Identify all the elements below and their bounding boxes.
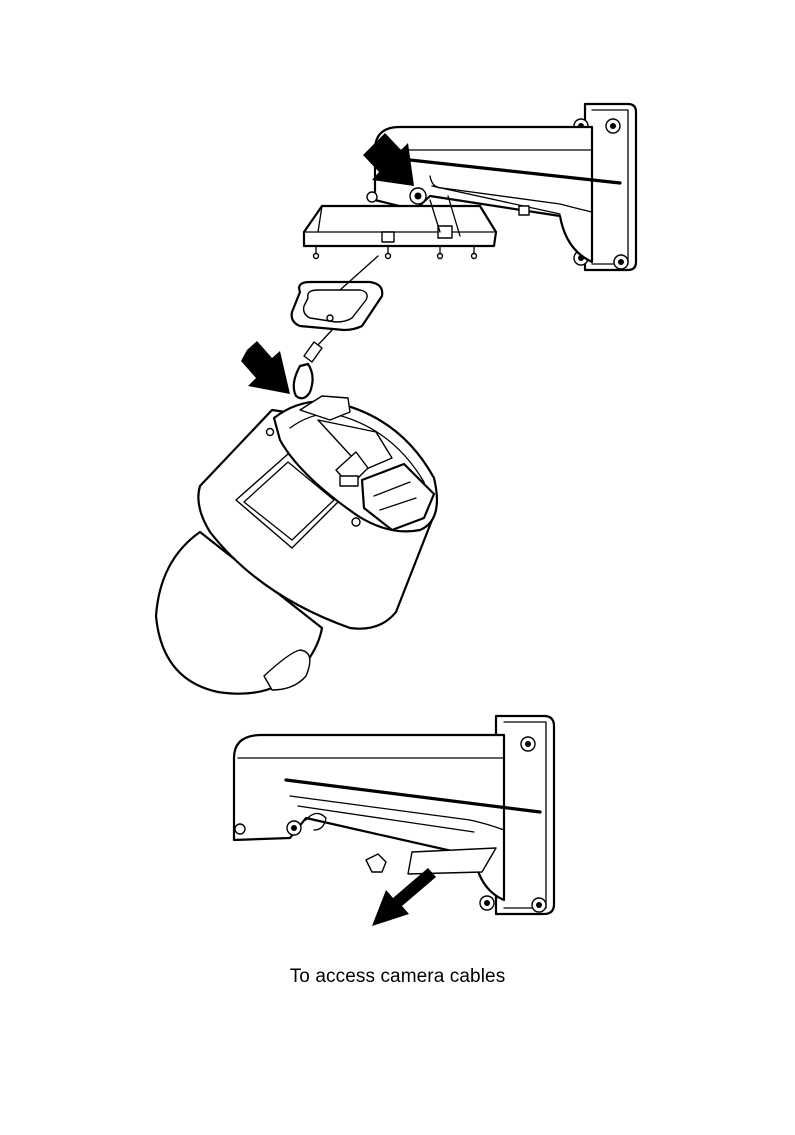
figure-caption: To access camera cables: [0, 966, 795, 988]
arrow-icon: [372, 868, 436, 926]
camera-housing: [156, 396, 437, 694]
gasket: [292, 282, 383, 330]
wall-bracket-bottom: [234, 716, 554, 914]
cable-access-cover: [366, 848, 496, 874]
arrow-icon: [241, 341, 290, 394]
mounting-adapter: [304, 196, 496, 259]
